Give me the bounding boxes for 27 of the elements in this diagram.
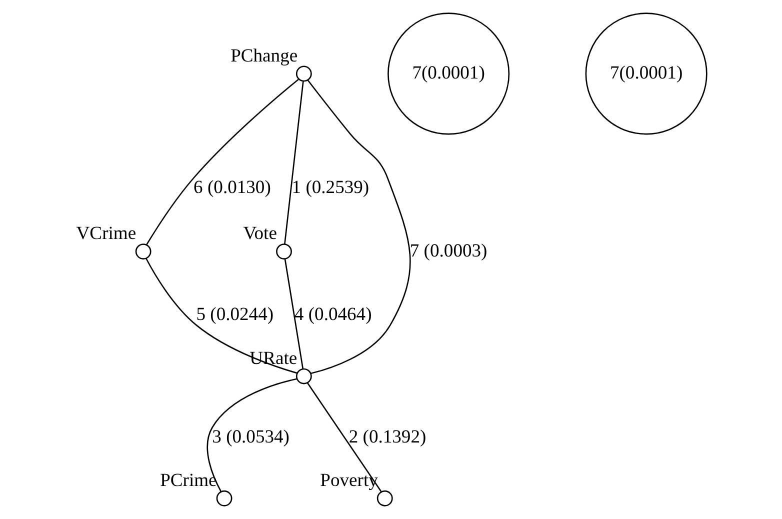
node-label: URate <box>249 348 297 369</box>
node-circle <box>216 490 232 506</box>
edge-label: 4 (0.0464) <box>294 304 372 326</box>
connector <box>284 81 304 244</box>
connector <box>306 80 410 374</box>
edge-label: 5 (0.0244) <box>196 304 274 326</box>
edge-label: 7 (0.0003) <box>409 240 487 262</box>
node-circle: 7(0.0001) <box>584 12 707 135</box>
connector <box>306 382 382 492</box>
connector <box>206 378 297 492</box>
node-label: VCrime <box>76 223 136 244</box>
edge-label: 3 (0.0534) <box>212 426 289 448</box>
connector <box>284 258 304 369</box>
node-label: Vote <box>242 223 276 244</box>
node-circle <box>295 368 312 384</box>
node-circle <box>276 244 292 260</box>
connector <box>146 78 298 245</box>
node-circle <box>295 66 312 82</box>
node-circle: 7(0.0001) <box>387 12 510 135</box>
edge-label: 2 (0.1392) <box>348 426 426 448</box>
connector <box>145 258 297 374</box>
node-circle <box>376 490 392 506</box>
edge-label: 6 (0.0130) <box>193 176 270 198</box>
node-label: PCrime <box>160 470 216 492</box>
node-label: PChange <box>230 45 298 66</box>
edge-label: 1 (0.2539) <box>291 176 369 198</box>
node-circle <box>134 244 151 260</box>
